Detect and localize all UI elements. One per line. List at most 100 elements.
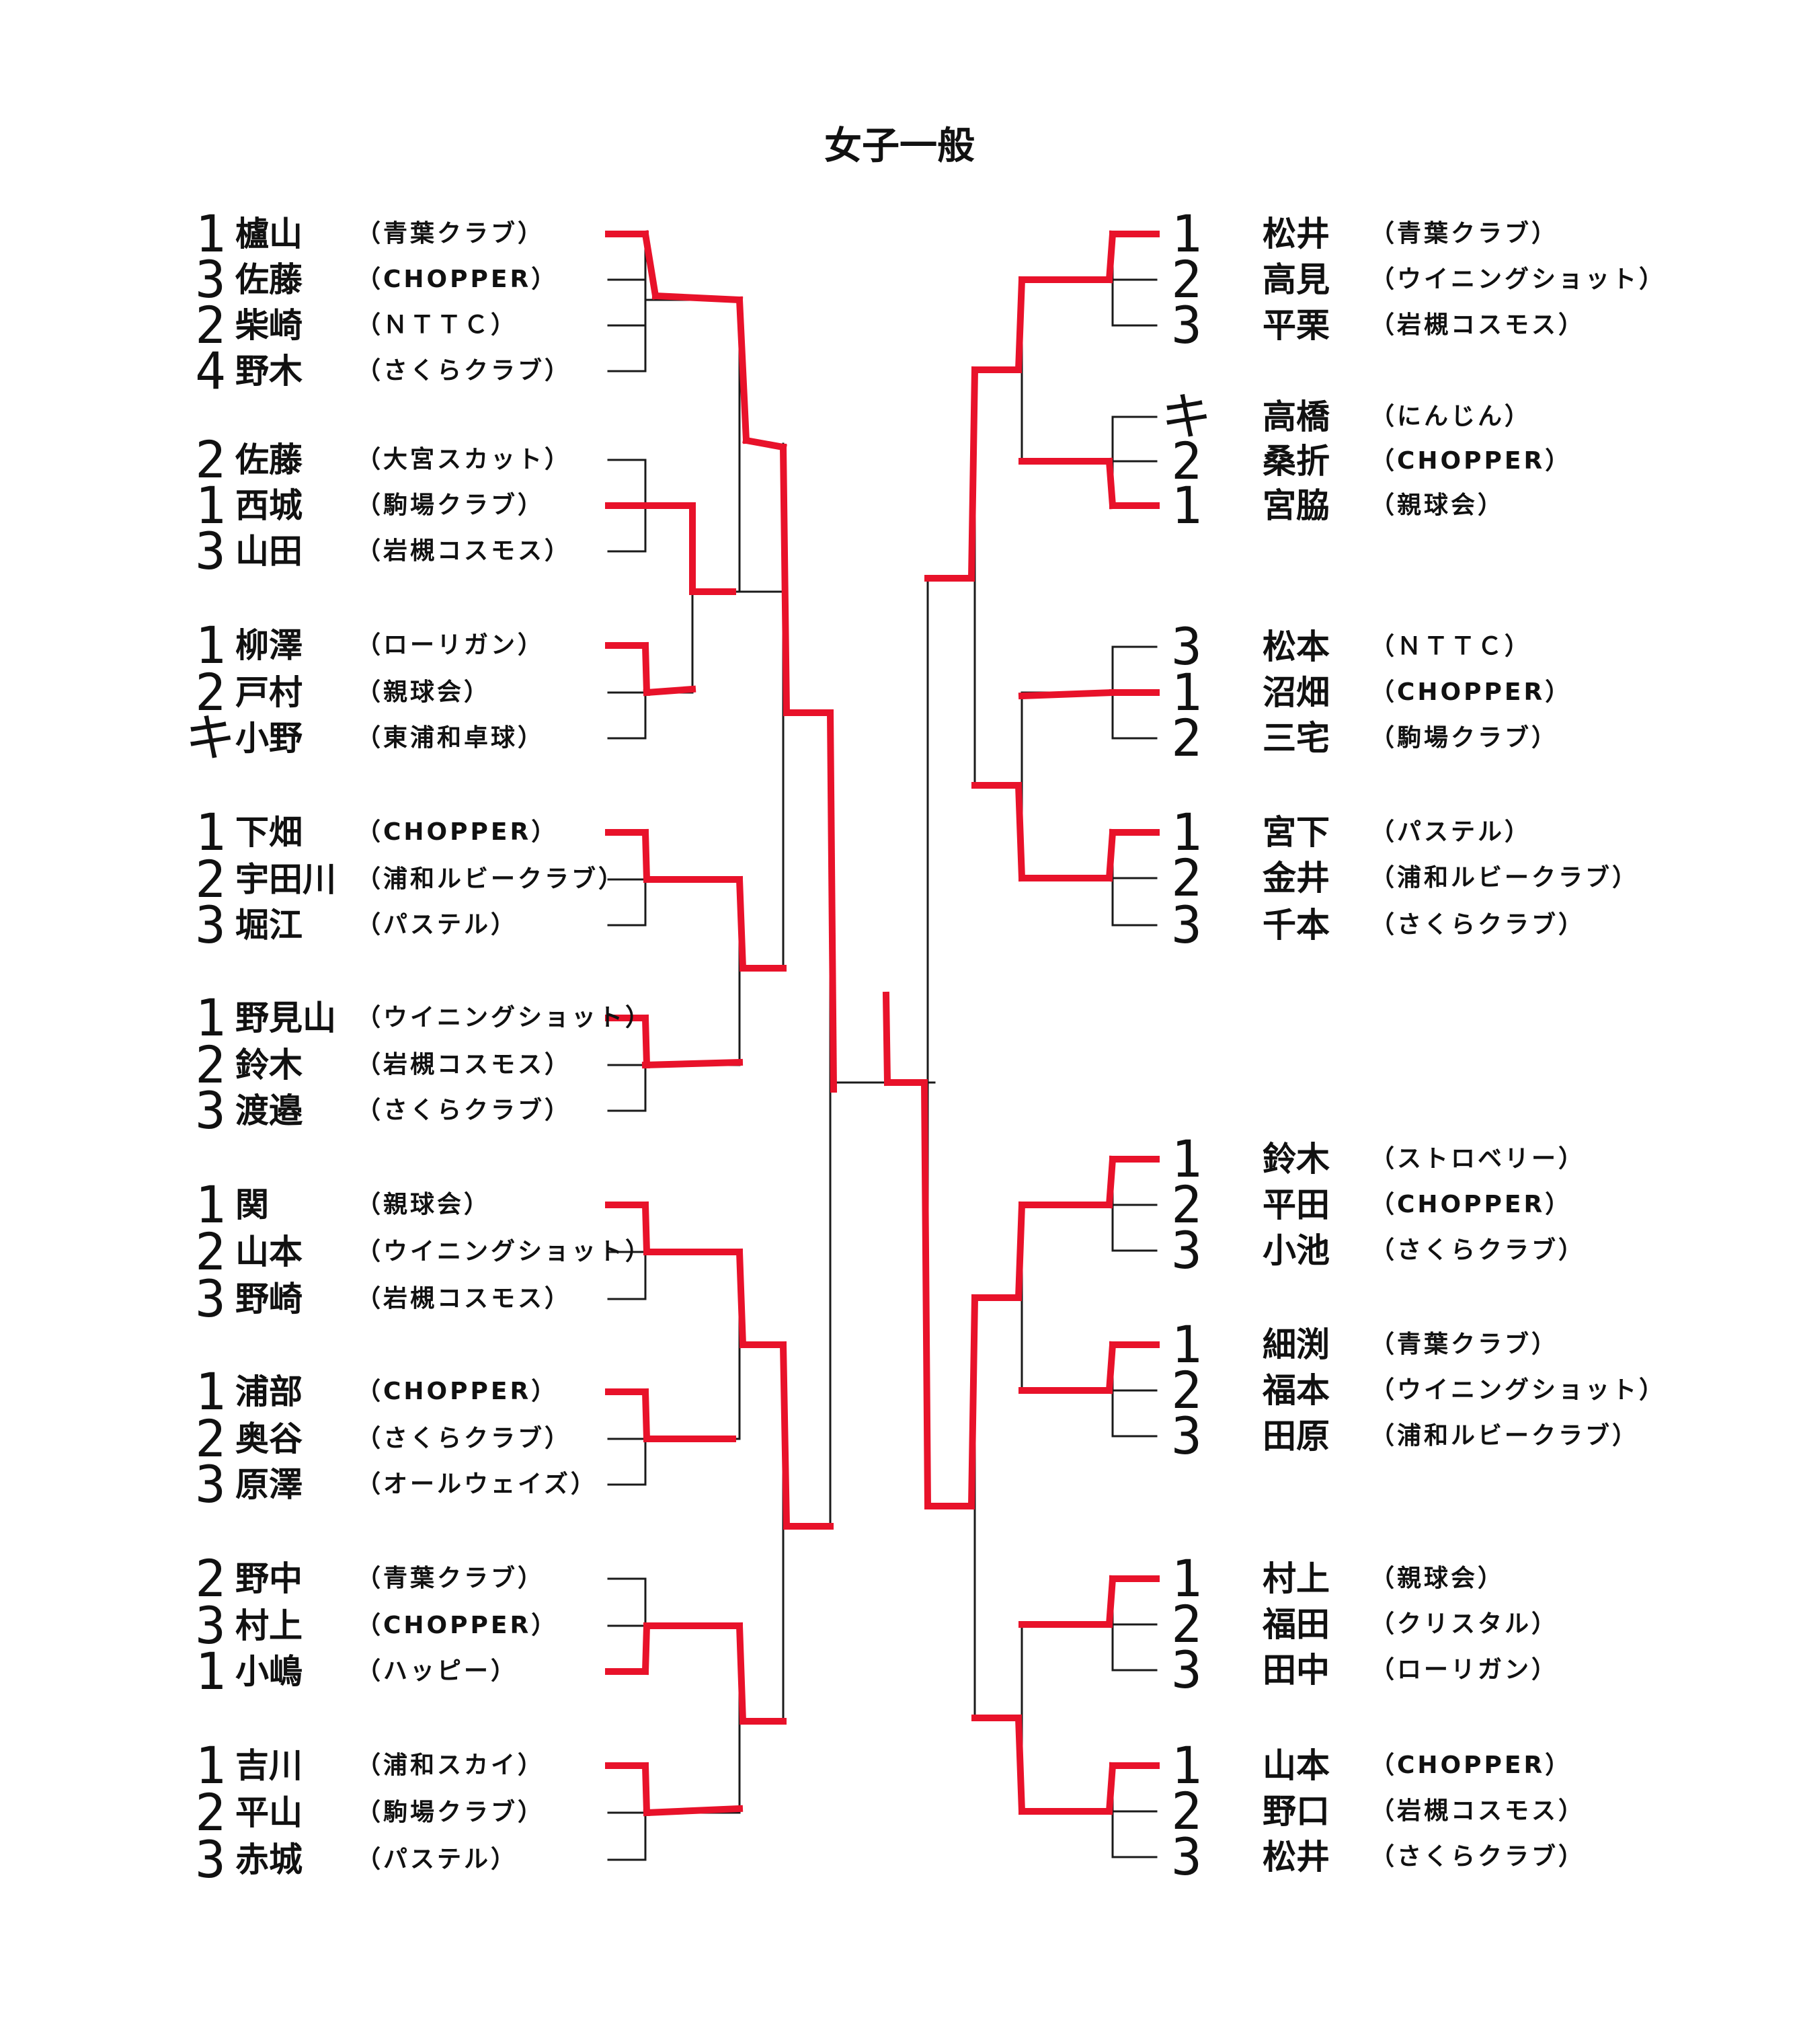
winner-path (826, 709, 838, 1093)
player-rank: 3 (195, 1269, 226, 1329)
player-rank: キ (185, 708, 236, 768)
player-name: 野見山 (235, 998, 336, 1037)
player-rank: 1 (195, 1362, 226, 1421)
player-name: 田原 (1263, 1417, 1330, 1456)
player-club: （岩槻コスモス） (1370, 311, 1586, 339)
winner-path (641, 1388, 651, 1443)
player-rank: 3 (195, 1454, 226, 1514)
player-name: 小野 (235, 719, 303, 758)
player-rank: 2 (195, 1782, 226, 1842)
player-name: 野口 (1263, 1792, 1330, 1831)
player-name: 野崎 (235, 1280, 303, 1319)
player-club: （パステル） (1370, 818, 1532, 846)
player-name: 桑折 (1263, 442, 1330, 481)
player-rank: 3 (195, 1830, 226, 1889)
player-club: （ＮＴＴＣ） (356, 311, 518, 339)
player-name: 鈴木 (1263, 1140, 1330, 1179)
winner-path (1014, 1201, 1026, 1302)
player-rank: 3 (1171, 895, 1202, 955)
player-name: 福本 (1263, 1371, 1330, 1410)
player-name: 奥谷 (235, 1419, 303, 1458)
player-club: （駒場クラブ） (1370, 724, 1559, 752)
winner-path (1105, 1575, 1117, 1628)
winner-path (651, 292, 744, 304)
player-name: 柳澤 (235, 626, 303, 665)
winner-path (1105, 230, 1117, 284)
player-club: （親球会） (1370, 1565, 1505, 1592)
player-rank: 3 (195, 895, 226, 955)
winner-path (641, 1622, 651, 1676)
player-club: （岩槻コスモス） (356, 537, 572, 565)
player-name: 山本 (235, 1232, 303, 1271)
player-name: 下畑 (235, 813, 303, 852)
player-rank: 1 (1171, 1548, 1202, 1608)
player-club: （青葉クラブ） (1370, 220, 1559, 247)
player-club: （青葉クラブ） (356, 220, 545, 247)
player-rank: 2 (1171, 249, 1202, 309)
winner-path (735, 1622, 747, 1725)
player-rank: 2 (195, 1222, 226, 1282)
player-rank: 3 (195, 249, 226, 309)
player-name: 金井 (1263, 859, 1330, 898)
player-club: （浦和ルビークラブ） (1370, 1422, 1640, 1450)
player-rank: 2 (1171, 1360, 1202, 1420)
player-rank: 1 (1171, 475, 1202, 535)
player-name: 小嶋 (235, 1652, 303, 1691)
player-rank: 1 (195, 475, 226, 535)
page-title: 女子一般 (824, 124, 975, 168)
player-name: 宮下 (1263, 813, 1330, 852)
player-name: 千本 (1263, 906, 1330, 945)
winner-path (920, 1078, 932, 1510)
player-name: 堀江 (235, 906, 303, 945)
player-club: （大宮スカット） (356, 446, 572, 473)
player-club: （さくらクラブ） (1370, 1843, 1586, 1871)
winner-path (641, 1058, 744, 1069)
winner-path (1105, 1762, 1117, 1815)
player-rank: 2 (1171, 1781, 1202, 1841)
winner-path (735, 296, 750, 444)
player-name: 三宅 (1263, 719, 1330, 758)
player-club: （CHOPPER） (1370, 1191, 1572, 1218)
player-name: 佐藤 (235, 260, 303, 299)
player-club: （クリスタル） (1370, 1610, 1559, 1638)
winner-path (967, 366, 979, 582)
player-club: （さくらクラブ） (356, 1425, 572, 1452)
winner-path (1014, 781, 1026, 882)
player-club: （駒場クラブ） (356, 492, 545, 519)
player-club: （ＮＴＴＣ） (1370, 633, 1532, 660)
player-rank: 4 (195, 341, 226, 401)
player-rank: 3 (1171, 1827, 1202, 1887)
player-rank: 2 (195, 1409, 226, 1468)
player-club: （ストロベリー） (1370, 1145, 1586, 1173)
player-name: 細渕 (1263, 1325, 1330, 1364)
player-rank: 1 (195, 204, 226, 264)
player-club: （さくらクラブ） (1370, 1236, 1586, 1264)
player-name: 関 (235, 1185, 269, 1224)
player-name: 村上 (235, 1606, 303, 1645)
player-club: （浦和スカイ） (356, 1752, 545, 1779)
player-club: （パステル） (356, 1846, 518, 1873)
player-club: （浦和ルビークラブ） (1370, 864, 1640, 892)
player-club: （CHOPPER） (356, 1378, 559, 1405)
winner-path (641, 1014, 651, 1069)
player-rank: 1 (1171, 802, 1202, 862)
player-name: 高橋 (1263, 397, 1330, 436)
player-rank: 1 (1171, 662, 1202, 722)
player-club: （さくらクラブ） (356, 1097, 572, 1124)
winner-path (1105, 1341, 1117, 1394)
player-club: （岩槻コスモス） (356, 1051, 572, 1078)
player-name: 山本 (1263, 1746, 1330, 1785)
player-rank: 2 (1171, 848, 1202, 908)
winner-path (641, 641, 651, 697)
player-rank: 2 (195, 1035, 226, 1095)
player-name: 櫨山 (235, 214, 303, 253)
player-rank: 3 (1171, 1640, 1202, 1700)
player-club: （ローリガン） (1370, 1656, 1559, 1684)
winner-path (1105, 1155, 1117, 1209)
player-club: （CHOPPER） (1370, 678, 1572, 706)
winner-path (1105, 828, 1117, 882)
player-rank: 3 (1171, 1406, 1202, 1466)
player-club: （ウイニングショット） (356, 1004, 653, 1031)
